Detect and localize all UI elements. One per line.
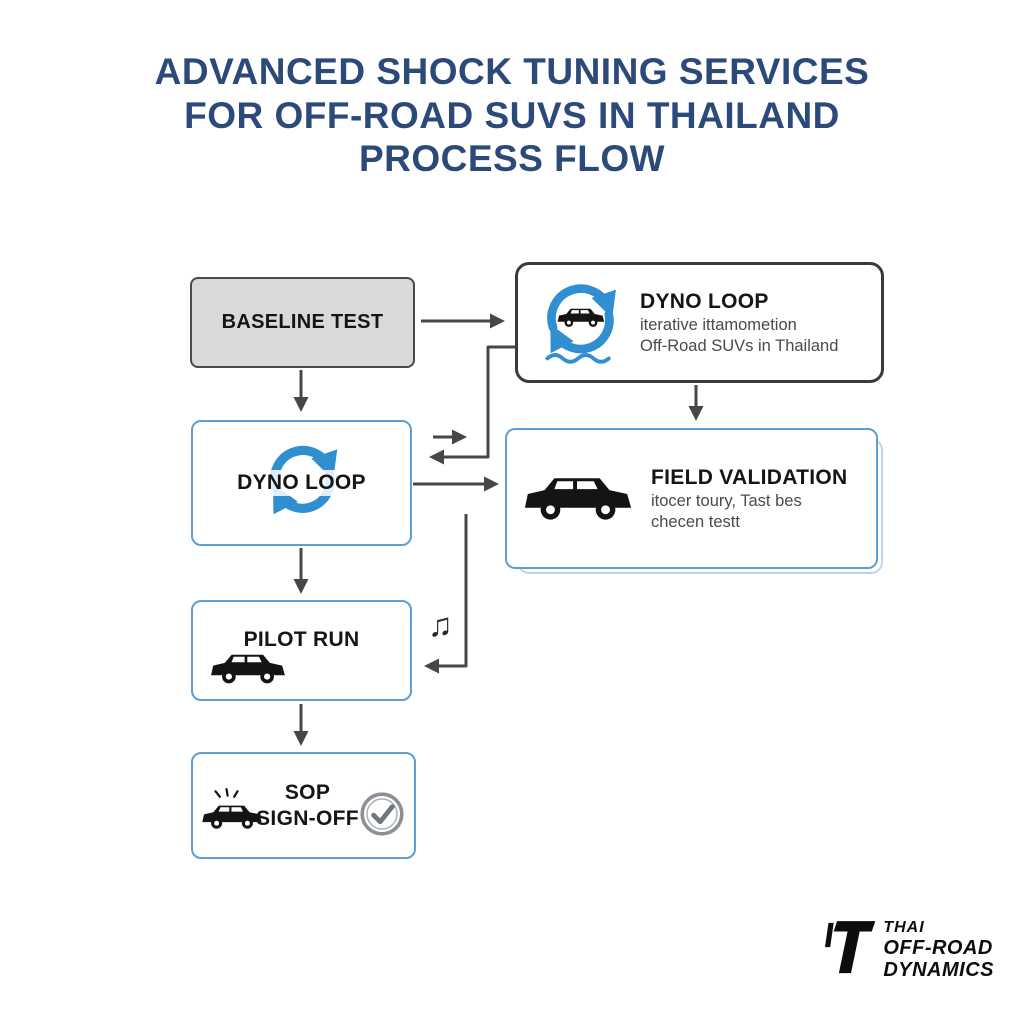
brand-logo-text: THAI OFF-ROAD DYNAMICS: [883, 919, 994, 982]
pilot-run-label: PILOT RUN: [243, 628, 360, 651]
field-validation-subtitle-1: itocer toury, Tast bes: [651, 491, 802, 510]
field-validation-subtitle-2: checen testt: [651, 512, 740, 531]
node-baseline-test: BASELINE TEST: [190, 277, 415, 368]
arrow-dyno-detail-to-dyno-elbow: [429, 345, 515, 465]
sop-label-line-2: SIGN-OFF: [256, 807, 359, 831]
brand-line-2: OFF-ROAD: [883, 937, 993, 960]
brand-line-1: THAI: [883, 919, 925, 937]
node-sop-sign-off: SOP SIGN-OFF: [191, 752, 416, 859]
field-validation-label: FIELD VALIDATION: [651, 465, 848, 489]
sop-sign-off-label: SOP SIGN-OFF: [251, 780, 364, 833]
dyno-detail-subtitle-2: Off-Road SUVs in Thailand: [640, 336, 839, 355]
title-line-2: FOR OFF-ROAD SUVS IN THAILAND: [184, 94, 840, 136]
suv-sparkle-icon: [199, 786, 265, 839]
diagram-title: ADVANCED SHOCK TUNING SERVICES FOR OFF-R…: [0, 50, 1024, 181]
node-dyno-loop: DYNO LOOP: [191, 420, 412, 546]
node-field-validation: FIELD VALIDATION itocer toury, Tast bes …: [505, 428, 878, 569]
brand-line-3: DYNAMICS: [883, 959, 994, 982]
suv-icon: [207, 645, 289, 694]
suv-icon: [519, 463, 637, 534]
dyno-loop-label: DYNO LOOP: [232, 470, 371, 496]
node-dyno-loop-detail: DYNO LOOP iterative ittamometion Off-Roa…: [515, 262, 884, 383]
title-line-3: PROCESS FLOW: [358, 138, 666, 180]
dyno-detail-subtitle-1: iterative ittamometion: [640, 315, 797, 334]
cycle-suv-wave-icon: [528, 272, 632, 373]
baseline-test-label: BASELINE TEST: [221, 311, 384, 333]
node-pilot-run: PILOT RUN: [191, 600, 412, 701]
dyno-detail-label: DYNO LOOP: [640, 289, 769, 313]
brand-logo-mark-icon: [825, 916, 877, 985]
title-line-1: ADVANCED SHOCK TUNING SERVICES: [154, 51, 870, 92]
music-note-icon: ♫: [428, 606, 453, 643]
checkmark-circle-icon: [358, 790, 406, 843]
brand-logo: THAI OFF-ROAD DYNAMICS: [825, 916, 994, 985]
sop-label-line-1: SOP: [284, 781, 331, 804]
